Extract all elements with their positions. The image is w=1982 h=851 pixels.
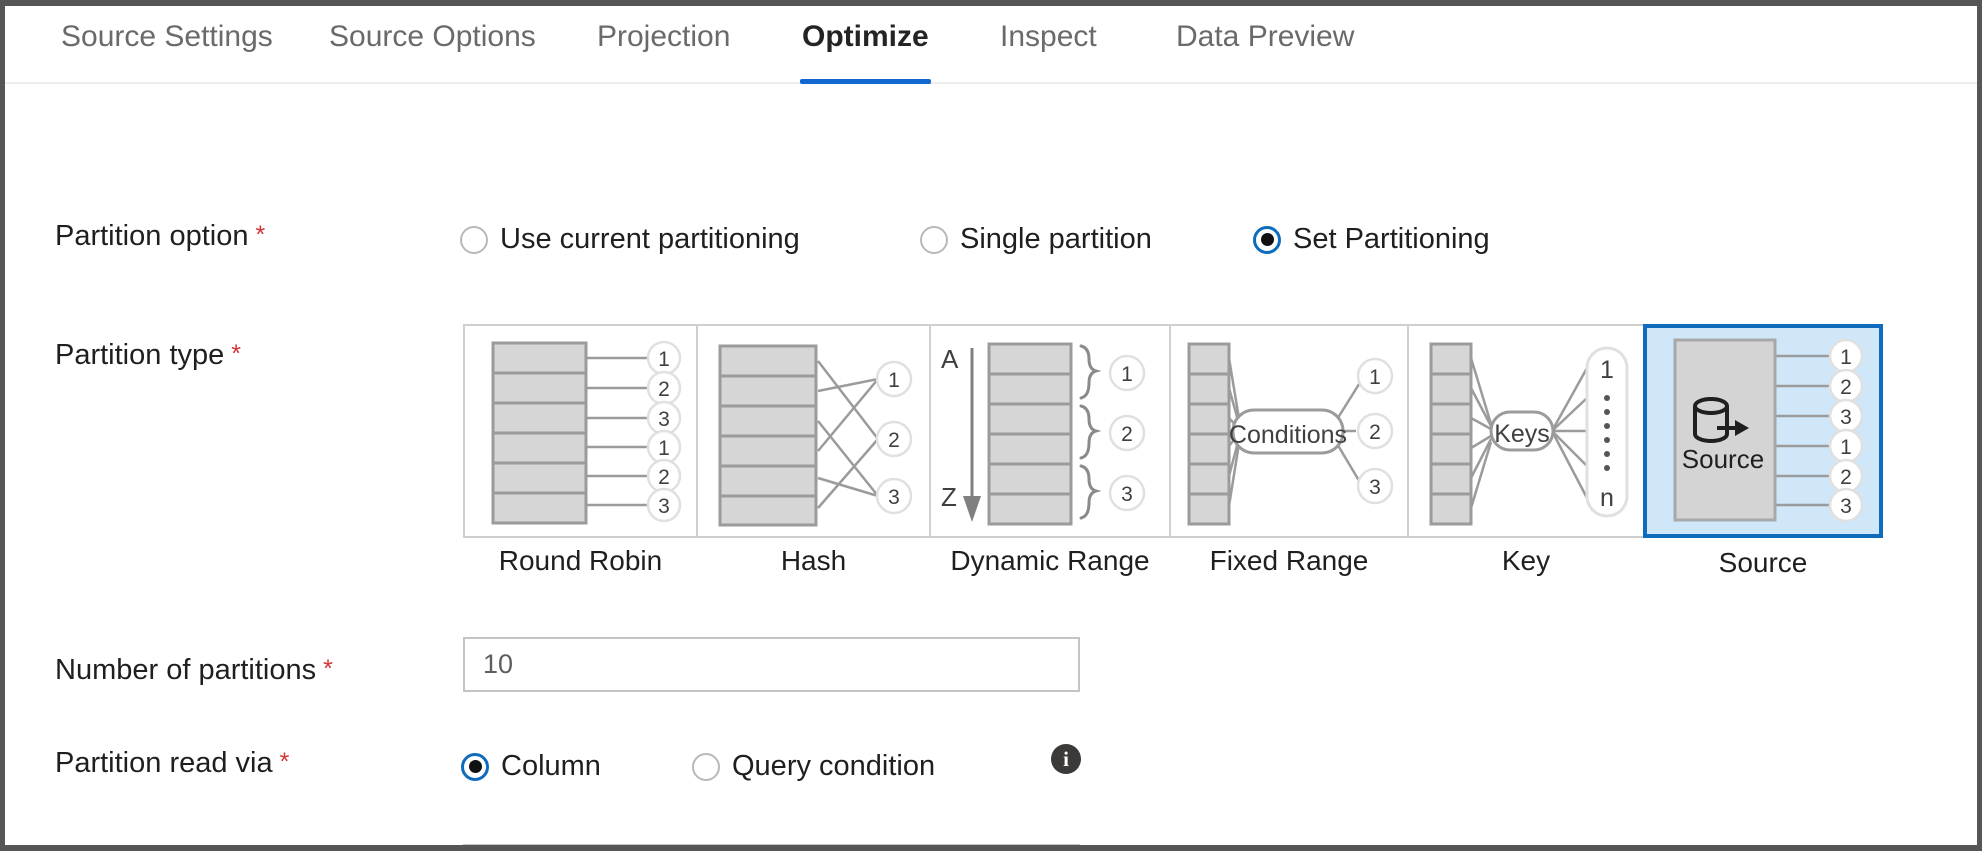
partition-type-tile-round-robin[interactable]: 1 2 3 1 2 3 Round Robin [463,324,698,576]
svg-text:3: 3 [1121,483,1133,506]
svg-text:2: 2 [1840,376,1852,399]
radio-label: Use current partitioning [500,223,800,255]
partition-type-tile-strip: 1 2 3 1 2 3 Round Robin [463,324,1883,578]
fixed-range-diagram: Conditions 1 2 3 [1187,342,1394,526]
input-value: 10 [483,649,514,679]
radio-label: Single partition [960,223,1152,255]
svg-text:2: 2 [1369,421,1381,444]
svg-text:3: 3 [1840,495,1852,518]
required-asterisk: * [323,655,333,683]
number-of-partitions-label: Number of partitions* [55,654,333,686]
key-diagram: Keys 1 n [1429,342,1629,526]
svg-text:3: 3 [658,495,670,518]
radio-label: Column [501,750,601,782]
tab-inspect[interactable]: Inspect [1000,20,1097,53]
svg-text:1: 1 [888,369,900,392]
svg-text:1: 1 [658,348,670,371]
partition-type-tile-hash[interactable]: 1 2 3 Hash [696,324,931,576]
partition-type-tile-dynamic-range[interactable]: A Z [929,324,1171,576]
svg-text:3: 3 [1840,406,1852,429]
tile-caption: Key [1501,545,1551,576]
partition-type-label: Partition type* [55,339,241,371]
conditions-pill-label: Conditions [1229,421,1347,449]
number-of-partitions-input[interactable]: 10 [463,637,1080,692]
tab-source-options[interactable]: Source Options [329,20,536,53]
tile-caption: Source [1718,547,1808,578]
tab-data-preview[interactable]: Data Preview [1176,20,1355,53]
partition-option-label: Partition option* [55,220,266,252]
partition-read-via-label: Partition read via* [55,747,290,779]
svg-text:2: 2 [888,429,900,452]
partition-column-dropdown[interactable]: movieId [463,844,1080,845]
required-asterisk: * [231,340,241,368]
svg-text:3: 3 [658,408,670,431]
tile-caption: Dynamic Range [950,545,1150,576]
tab-source-settings[interactable]: Source Settings [61,20,273,53]
svg-text:1: 1 [1840,436,1852,459]
required-asterisk: * [255,221,266,249]
radio-circle-checked-icon[interactable] [1253,225,1281,254]
tile-caption: Fixed Range [1209,545,1369,576]
source-icon-label: Source [1682,444,1764,474]
range-start-letter: A [941,344,959,374]
radio-set-partitioning[interactable]: Set Partitioning [1253,223,1490,256]
key-capsule-bottom-label: n [1600,484,1614,512]
svg-text:2: 2 [658,378,670,401]
svg-text:3: 3 [1369,476,1381,499]
hash-diagram: 1 2 3 [718,344,913,527]
radio-column[interactable]: Column [461,750,601,783]
key-capsule-top-label: 1 [1600,356,1614,384]
tab-optimize[interactable]: Optimize [798,20,933,84]
tile-caption: Round Robin [498,545,663,576]
radio-label: Set Partitioning [1293,223,1490,255]
required-asterisk: * [279,748,290,776]
svg-text:2: 2 [1840,466,1852,489]
svg-text:1: 1 [1121,363,1133,386]
tile-caption: Hash [780,545,847,576]
svg-text:2: 2 [1121,423,1133,446]
partition-type-tile-fixed-range[interactable]: Conditions 1 2 3 Fixed Range [1169,324,1409,576]
round-robin-diagram: 1 2 3 1 2 3 [491,340,682,525]
tab-projection[interactable]: Projection [597,20,731,53]
svg-text:1: 1 [1840,346,1852,369]
svg-text:3: 3 [888,486,900,509]
partition-type-tile-source[interactable]: Source 1 2 3 1 2 3 Source [1643,324,1883,578]
svg-text:2: 2 [658,466,670,489]
radio-use-current-partitioning[interactable]: Use current partitioning [460,223,800,256]
tab-bar: Source Settings Source Options Projectio… [5,6,1977,84]
keys-pill-label: Keys [1494,420,1550,448]
radio-circle-icon[interactable] [920,225,948,254]
range-end-letter: Z [941,482,957,512]
radio-single-partition[interactable]: Single partition [920,223,1152,256]
radio-query-condition[interactable]: Query condition [692,750,935,783]
radio-circle-icon[interactable] [692,752,720,781]
radio-circle-icon[interactable] [460,225,488,254]
radio-circle-checked-icon[interactable] [461,752,489,781]
radio-label: Query condition [732,750,936,782]
svg-text:1: 1 [1369,366,1381,389]
source-diagram: Source 1 2 3 1 2 3 [1673,338,1864,523]
partition-type-tile-key[interactable]: Keys 1 n Key [1407,324,1645,576]
svg-text:1: 1 [658,437,670,460]
dynamic-range-diagram: A Z [941,342,1146,526]
info-icon-partition-read-via[interactable]: i [1051,744,1081,774]
